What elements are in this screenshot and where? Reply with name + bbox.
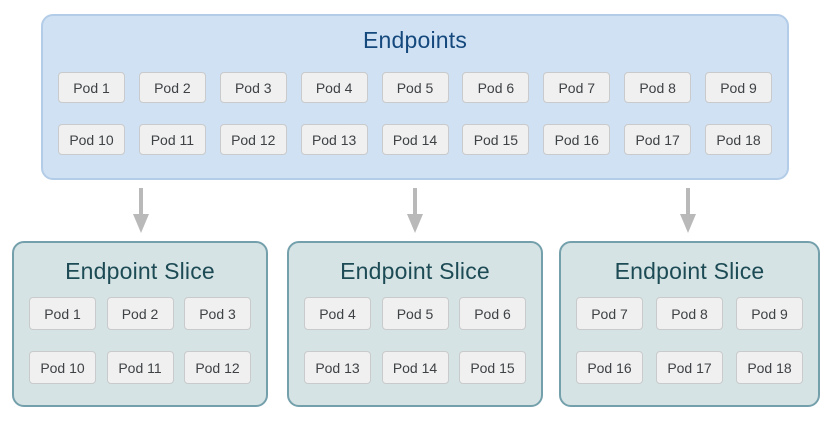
pod-box: Pod 8 — [624, 72, 692, 103]
endpoints-pod-row-1: Pod 1 Pod 2 Pod 3 Pod 4 Pod 5 Pod 6 Pod 7 Pod 8… — [43, 72, 787, 103]
endpoints-title: Endpoints — [362, 27, 468, 53]
arrow-head — [407, 214, 423, 233]
down-arrow-icon — [133, 188, 149, 233]
pod-box: Pod 3 — [219, 72, 287, 103]
pod-box: Pod 7 — [543, 72, 611, 103]
arrow-head — [680, 214, 696, 233]
down-arrow-icon — [407, 188, 423, 233]
pod-box: Pod 11 — [106, 351, 174, 384]
pod-box: Pod 4 — [304, 297, 371, 330]
endpoint-slice-title: Endpoint Slice — [614, 258, 765, 284]
arrow-head — [133, 214, 149, 233]
pod-box: Pod 17 — [656, 351, 723, 384]
pod-box: Pod 14 — [381, 124, 449, 155]
pod-box: Pod 5 — [381, 297, 449, 330]
pod-box: Pod 9 — [705, 72, 772, 103]
endpoints-pod-row-2: Pod 10 Pod 11 Pod 12 Pod 13 Pod 14 Pod 15 Pod … — [43, 124, 787, 155]
pod-box: Pod 2 — [106, 297, 174, 330]
arrow-stem — [413, 188, 417, 214]
down-arrow-icon — [680, 188, 696, 233]
pod-box: Pod 6 — [459, 297, 526, 330]
slice-pod-row-2: Pod 13 Pod 14 Pod 15 — [289, 351, 541, 384]
pod-box: Pod 10 — [29, 351, 96, 384]
pod-box: Pod 6 — [462, 72, 530, 103]
pod-box: Pod 8 — [656, 297, 723, 330]
pod-box: Pod 5 — [381, 72, 449, 103]
pod-box: Pod 13 — [304, 351, 371, 384]
pod-box: Pod 12 — [219, 124, 287, 155]
pod-box: Pod 2 — [138, 72, 206, 103]
pod-box: Pod 1 — [29, 297, 96, 330]
pod-box: Pod 7 — [576, 297, 643, 330]
pod-box: Pod 18 — [705, 124, 772, 155]
pod-box: Pod 18 — [736, 351, 803, 384]
pod-box: Pod 9 — [736, 297, 803, 330]
slice-pod-row-2: Pod 10 Pod 11 Pod 12 — [14, 351, 266, 384]
slice-pod-row-1: Pod 4 Pod 5 Pod 6 — [289, 297, 541, 330]
pod-box: Pod 4 — [300, 72, 368, 103]
pod-box: Pod 15 — [459, 351, 526, 384]
pod-box: Pod 16 — [543, 124, 611, 155]
pod-box: Pod 11 — [138, 124, 206, 155]
pod-box: Pod 3 — [184, 297, 251, 330]
endpoints-box: Endpoints Pod 1 Pod 2 Pod 3 Pod 4 Pod 5 Pod 6… — [41, 14, 789, 180]
slice-pod-row-1: Pod 1 Pod 2 Pod 3 — [14, 297, 266, 330]
endpoint-slice-title: Endpoint Slice — [65, 258, 215, 284]
pod-box: Pod 13 — [300, 124, 368, 155]
pod-box: Pod 15 — [462, 124, 530, 155]
pod-box: Pod 14 — [381, 351, 449, 384]
pod-box: Pod 16 — [576, 351, 643, 384]
pod-box: Pod 10 — [58, 124, 125, 155]
pod-box: Pod 1 — [58, 72, 125, 103]
endpoint-slice-title: Endpoint Slice — [340, 258, 490, 284]
arrow-stem — [686, 188, 690, 214]
arrow-stem — [139, 188, 143, 214]
pod-box: Pod 17 — [624, 124, 692, 155]
slice-pod-row-2: Pod 16 Pod 17 Pod 18 — [561, 351, 818, 384]
pod-box: Pod 12 — [184, 351, 251, 384]
slice-pod-row-1: Pod 7 Pod 8 Pod 9 — [561, 297, 818, 330]
